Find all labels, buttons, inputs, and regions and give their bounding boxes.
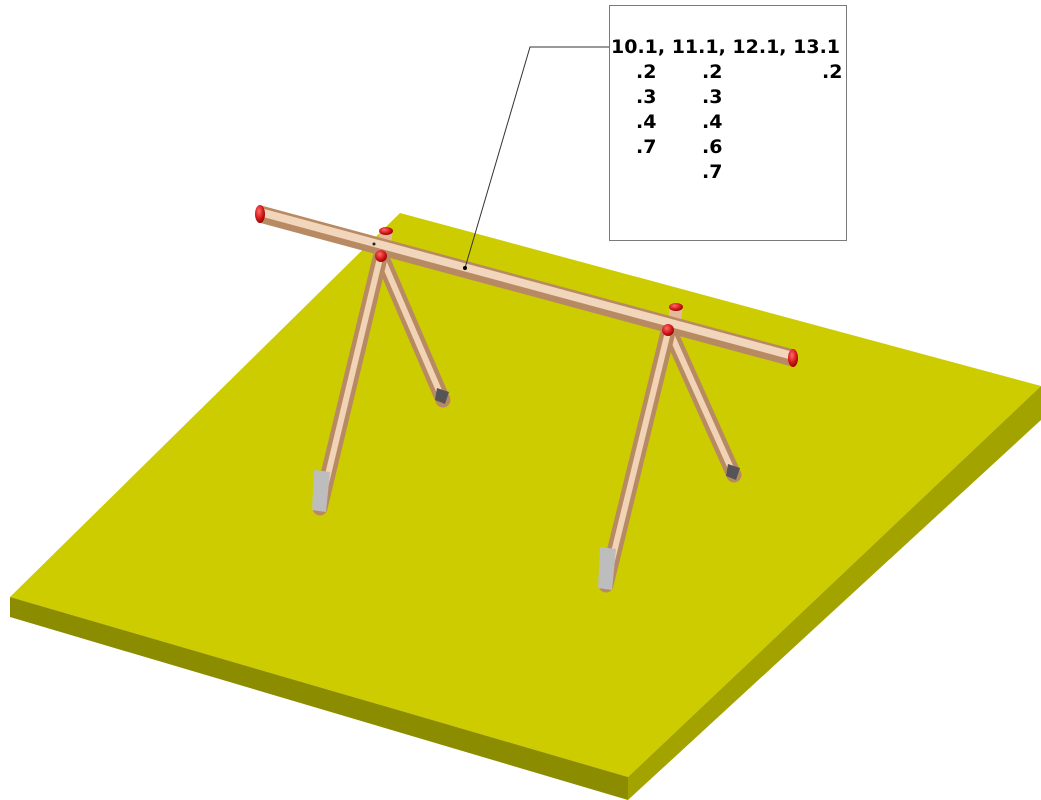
callout-col2-item: .2 [702, 61, 723, 83]
left-joint-cap [375, 250, 387, 262]
callout-col2-item: .4 [702, 111, 723, 133]
callout-col1-item: .3 [636, 86, 657, 108]
ground-slab-top [10, 213, 1041, 777]
callout-box [609, 5, 847, 241]
callout-col4-item: .2 [822, 61, 843, 83]
callout-col1-item: .2 [636, 61, 657, 83]
callout-col1-item: .7 [636, 136, 657, 158]
ground-slab [10, 213, 1041, 800]
ground-slab-side [628, 386, 1041, 800]
left-top-stub-cap [379, 227, 393, 235]
callout-col2-item: .6 [702, 136, 723, 158]
left-frame [312, 250, 451, 516]
right-back-leg-foot [726, 464, 740, 480]
left-joint-dot [372, 242, 376, 246]
beam-left-end-cap [255, 205, 265, 223]
right-joint-cap [662, 324, 674, 336]
right-front-leg-foot [598, 547, 616, 590]
top-beam [255, 205, 798, 367]
left-back-leg-foot [435, 388, 449, 404]
callout-col2-item: .7 [702, 161, 723, 183]
right-top-stub-cap [669, 303, 683, 311]
callout-leader-line [464, 46, 609, 269]
callout-col1-item: .4 [636, 111, 657, 133]
beam-right-end-cap [788, 349, 798, 367]
right-frame [598, 324, 742, 593]
callout-leader-dot [463, 266, 467, 270]
callout-header: 10.1, 11.1, 12.1, 13.1 [611, 36, 841, 58]
ground-slab-front [10, 597, 628, 800]
left-front-leg-foot [312, 470, 330, 512]
callout-col2-item: .3 [702, 86, 723, 108]
